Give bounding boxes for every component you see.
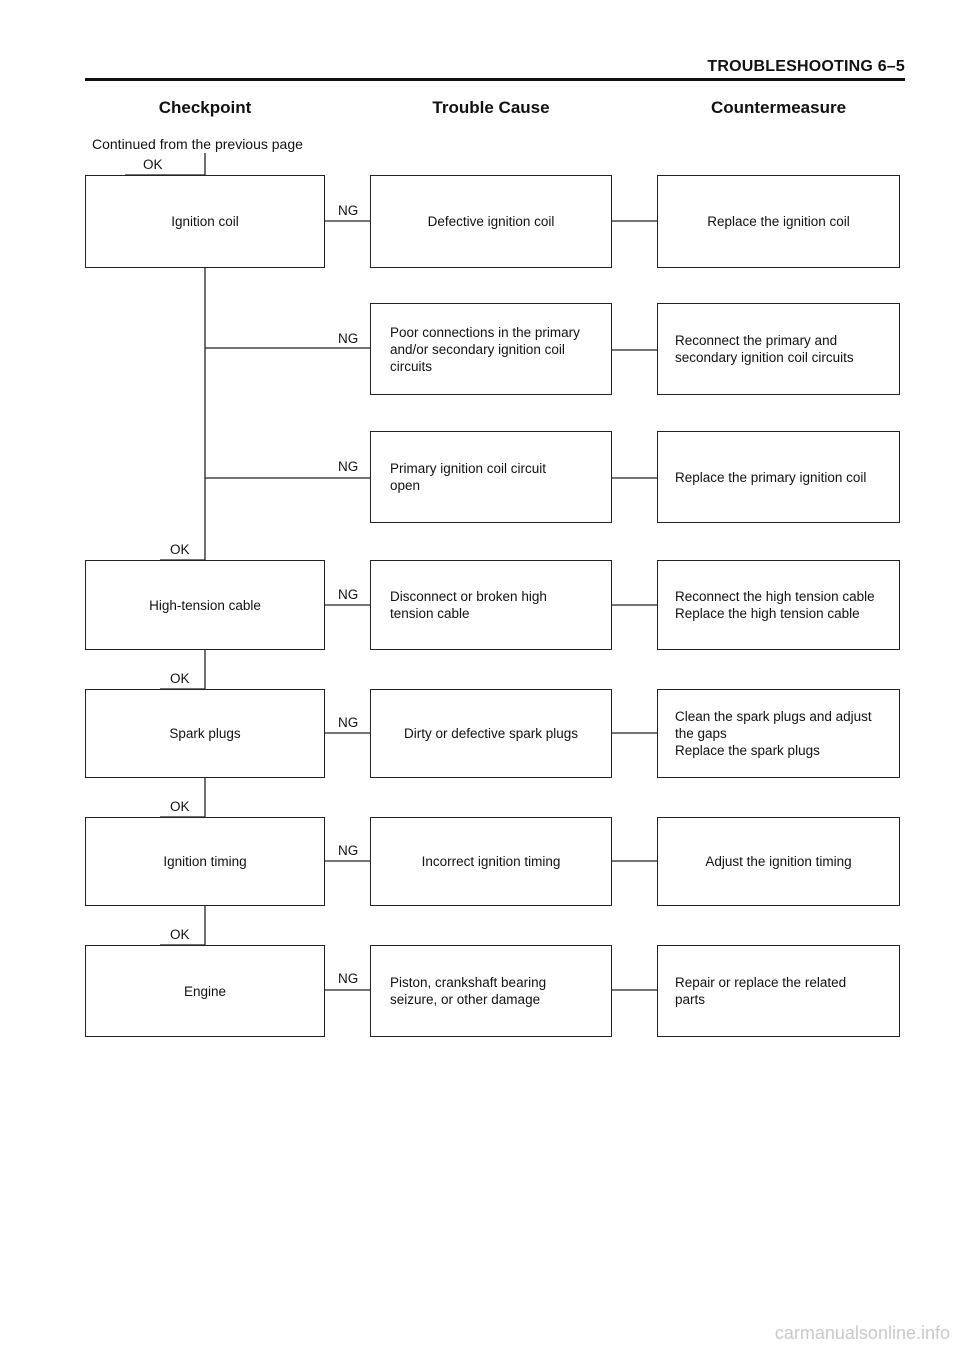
ng-label: NG — [338, 203, 359, 218]
checkpoint-box-high-tension-cable: High-tension cable — [85, 560, 325, 650]
checkpoint-box-engine: Engine — [85, 945, 325, 1037]
cause-box: Disconnect or broken high tension cable — [370, 560, 612, 650]
countermeasure-box: Adjust the ignition timing — [657, 817, 900, 906]
ok-label: OK — [143, 157, 163, 172]
ok-label: OK — [170, 927, 190, 942]
countermeasure-box: Reconnect the high tension cable Replace… — [657, 560, 900, 650]
checkpoint-box-spark-plugs: Spark plugs — [85, 689, 325, 778]
countermeasure-box: Replace the ignition coil — [657, 175, 900, 268]
ok-label: OK — [170, 799, 190, 814]
countermeasure-box: Clean the spark plugs and adjust the gap… — [657, 689, 900, 778]
watermark: carmanualsonline.info — [774, 1323, 950, 1343]
ok-label: OK — [170, 671, 190, 686]
column-header-countermeasure: Countermeasure — [710, 98, 847, 117]
cause-box: Piston, crankshaft bearing seizure, or o… — [370, 945, 612, 1037]
continued-text: Continued from the previous page — [92, 136, 303, 152]
page-header: TROUBLESHOOTING 6–5 — [707, 58, 905, 75]
checkpoint-box-ignition-coil: Ignition coil — [85, 175, 325, 268]
cause-box: Incorrect ignition timing — [370, 817, 612, 906]
ng-label: NG — [338, 587, 359, 602]
ng-label: NG — [338, 459, 359, 474]
checkpoint-box-ignition-timing: Ignition timing — [85, 817, 325, 906]
ng-label: NG — [338, 843, 359, 858]
countermeasure-box: Reconnect the primary and secondary igni… — [657, 303, 900, 395]
column-header-checkpoint: Checkpoint — [158, 98, 252, 117]
countermeasure-box: Replace the primary ignition coil — [657, 431, 900, 523]
column-header-trouble-cause: Trouble Cause — [432, 98, 550, 117]
cause-box: Defective ignition coil — [370, 175, 612, 268]
countermeasure-box: Repair or replace the related parts — [657, 945, 900, 1037]
ng-label: NG — [338, 715, 359, 730]
cause-box: Primary ignition coil circuit open — [370, 431, 612, 523]
header-rule — [85, 78, 905, 81]
cause-box: Dirty or defective spark plugs — [370, 689, 612, 778]
ng-label: NG — [338, 331, 359, 346]
ok-label: OK — [170, 542, 190, 557]
ng-label: NG — [338, 971, 359, 986]
cause-box: Poor connections in the primary and/or s… — [370, 303, 612, 395]
